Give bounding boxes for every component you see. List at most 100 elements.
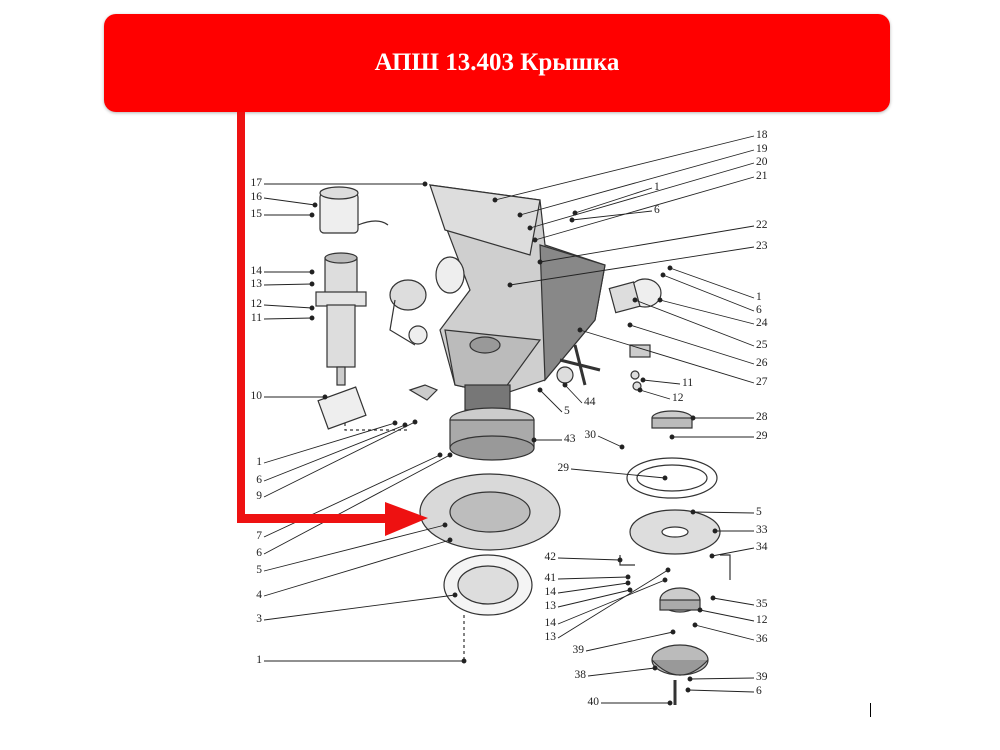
part-label: 21 bbox=[756, 170, 768, 182]
housing-body bbox=[429, 184, 606, 411]
leader-line bbox=[557, 589, 631, 608]
leader-arrowhead bbox=[709, 553, 715, 559]
leader-arrowhead bbox=[447, 452, 453, 458]
leader-arrowhead bbox=[660, 272, 666, 278]
leader-line bbox=[629, 324, 755, 365]
leader-line bbox=[579, 329, 755, 384]
leader-arrowhead bbox=[657, 297, 663, 303]
leader-line bbox=[263, 539, 451, 597]
leader-line bbox=[557, 582, 629, 594]
part-label: 1 bbox=[256, 456, 262, 468]
part-label: 12 bbox=[250, 298, 263, 310]
part-label: 12 bbox=[672, 392, 684, 404]
part-label: 26 bbox=[756, 357, 768, 369]
part-label: 44 bbox=[584, 396, 596, 408]
part-label: 28 bbox=[756, 411, 768, 423]
part-label: 30 bbox=[584, 429, 597, 441]
leader-arrowhead bbox=[309, 269, 315, 275]
part-label: 6 bbox=[256, 547, 262, 559]
leader-arrowhead bbox=[309, 315, 315, 321]
leader-arrowhead bbox=[442, 522, 448, 528]
leader-line bbox=[263, 454, 451, 555]
leader-arrowhead bbox=[627, 587, 633, 593]
leader-line bbox=[692, 511, 755, 514]
leader-arrowhead bbox=[692, 622, 698, 628]
leader-arrowhead bbox=[670, 629, 676, 635]
part-label: 4 bbox=[256, 589, 262, 601]
leader-arrowhead bbox=[627, 322, 633, 328]
part-label: 36 bbox=[756, 633, 768, 645]
leader-line bbox=[494, 135, 755, 201]
leader-line bbox=[557, 569, 669, 639]
leader-arrowhead bbox=[577, 327, 583, 333]
leader-line bbox=[263, 283, 313, 286]
ring-43 bbox=[449, 407, 535, 461]
leader-arrowhead bbox=[632, 297, 638, 303]
part-label: 39 bbox=[756, 671, 768, 683]
part-label: 6 bbox=[756, 304, 762, 316]
part-label: 5 bbox=[756, 506, 762, 518]
leader-line bbox=[570, 468, 666, 479]
leader-arrowhead bbox=[532, 237, 538, 243]
leader-arrowhead bbox=[572, 210, 578, 216]
leader-arrowhead bbox=[322, 394, 328, 400]
leader-arrowhead bbox=[447, 537, 453, 543]
part-label: 41 bbox=[544, 572, 557, 584]
part-label: 1 bbox=[256, 654, 262, 666]
leader-line bbox=[574, 187, 653, 214]
leader-arrowhead bbox=[309, 212, 315, 218]
leader-line bbox=[689, 677, 755, 680]
leader-line bbox=[557, 557, 621, 561]
leader-line bbox=[263, 197, 316, 206]
leader-line bbox=[557, 576, 629, 580]
leader-arrowhead bbox=[625, 574, 631, 580]
part-label: 17 bbox=[250, 177, 263, 189]
leader-line bbox=[534, 176, 755, 241]
part-label: 6 bbox=[756, 685, 762, 697]
leader-line bbox=[263, 424, 406, 482]
leader-line bbox=[571, 210, 653, 221]
leader-arrowhead bbox=[665, 567, 671, 573]
part-label: 5 bbox=[256, 564, 262, 576]
leader-line bbox=[659, 299, 755, 325]
leader-arrowhead bbox=[452, 592, 458, 598]
leader-arrowhead bbox=[690, 509, 696, 515]
leader-line bbox=[263, 524, 446, 572]
leader-line bbox=[263, 421, 416, 498]
leader-arrowhead bbox=[687, 676, 693, 682]
right-assembly bbox=[619, 410, 731, 705]
leader-arrowhead bbox=[412, 419, 418, 425]
leader-line bbox=[263, 304, 313, 309]
part-label: 10 bbox=[250, 390, 263, 402]
leader-arrowhead bbox=[667, 265, 673, 271]
part-label: 16 bbox=[250, 191, 263, 203]
leader-line bbox=[639, 389, 671, 400]
leader-arrowhead bbox=[461, 658, 467, 664]
page-title: АПШ 13.403 Крышка bbox=[374, 49, 620, 76]
part-label: 29 bbox=[557, 462, 570, 474]
leader-line bbox=[564, 384, 583, 404]
part-label: 19 bbox=[756, 143, 768, 155]
red-pointer-arrow bbox=[237, 112, 428, 536]
part-label: 5 bbox=[564, 405, 570, 417]
leader-line bbox=[687, 689, 755, 693]
part-label: 35 bbox=[756, 598, 768, 610]
part-label: 7 bbox=[256, 530, 262, 542]
part-label: 34 bbox=[756, 541, 768, 553]
leader-line bbox=[699, 609, 755, 622]
leader-line bbox=[263, 317, 313, 320]
leader-line bbox=[509, 246, 755, 286]
leader-line bbox=[587, 667, 656, 677]
leader-arrowhead bbox=[652, 665, 658, 671]
part-label: 1 bbox=[654, 181, 660, 193]
leader-arrowhead bbox=[697, 607, 703, 613]
part-label: 3 bbox=[256, 613, 262, 625]
leader-arrowhead bbox=[625, 580, 631, 586]
leader-line bbox=[263, 454, 441, 538]
leader-arrowhead bbox=[537, 387, 543, 393]
leader-line bbox=[642, 379, 681, 385]
leader-arrowhead bbox=[312, 202, 318, 208]
part-label: 6 bbox=[654, 204, 660, 216]
leader-arrowhead bbox=[562, 382, 568, 388]
leader-arrowhead bbox=[712, 528, 718, 534]
